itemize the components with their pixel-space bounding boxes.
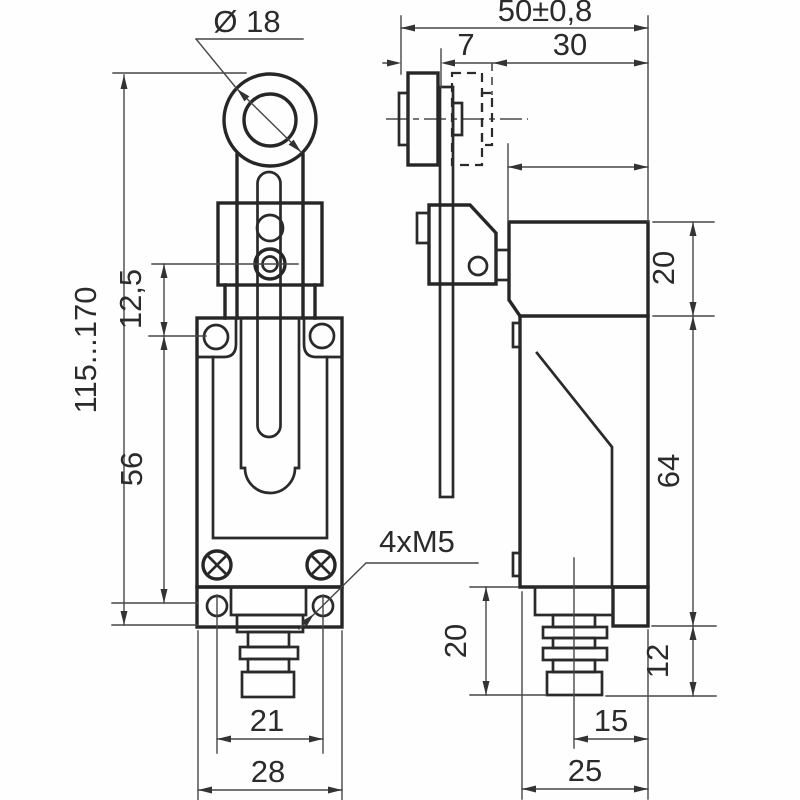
extension-lines xyxy=(111,15,717,800)
roller-bore-circle xyxy=(242,92,298,148)
roller-hub xyxy=(397,91,410,147)
mounting-flange-side xyxy=(611,585,650,628)
thread-callout: 4xM5 xyxy=(379,524,455,559)
ear-left-contour xyxy=(195,316,238,359)
front-view xyxy=(195,72,344,699)
dim-plunger-to-edge: 15 xyxy=(594,703,628,738)
dim-head-height: 20 xyxy=(646,251,681,285)
dim-body-width: 28 xyxy=(251,754,285,789)
dim-holes-span: 56 xyxy=(114,452,149,486)
head-link-tab xyxy=(494,248,511,282)
inner-cover-slope xyxy=(535,351,614,589)
dim-flange-to-plunger: 12 xyxy=(640,644,675,678)
plunger-channel xyxy=(239,316,301,495)
dimensions: Ø 18 50±0,8 7 30 115...170 12,5 56 4xM5 … xyxy=(68,0,717,800)
mounting-flange-front xyxy=(195,585,344,629)
mount-hole-right xyxy=(308,322,336,350)
inner-panel-contour xyxy=(211,355,329,540)
roller-alternate-position-dashed xyxy=(450,63,494,167)
bellows-segment xyxy=(238,645,300,661)
dimension-lines xyxy=(123,27,694,791)
lever-adjust-slot xyxy=(256,170,282,439)
ear-right-contour xyxy=(302,316,344,359)
dim-roller-diameter: Ø 18 xyxy=(213,4,280,39)
mount-hole-left xyxy=(202,323,230,351)
dim-roller-offset: 7 xyxy=(457,27,474,62)
bellows-segment xyxy=(541,625,609,640)
bellows-segment xyxy=(246,630,291,649)
dim-plunger-length: 20 xyxy=(438,624,473,658)
dim-body-height: 64 xyxy=(651,454,686,488)
screw-right xyxy=(305,549,337,581)
dim-overall-width: 50±0,8 xyxy=(498,0,593,28)
dashed-hub xyxy=(480,91,494,147)
dim-flange-hole-spacing: 21 xyxy=(250,703,284,738)
dim-body-depth: 25 xyxy=(568,753,602,788)
bellows-segment xyxy=(235,613,305,634)
bellows-segment xyxy=(541,646,609,662)
dim-overall-height: 115...170 xyxy=(68,287,103,414)
side-tab-lower xyxy=(511,551,522,578)
roller-outer-circle xyxy=(222,72,318,168)
bellows-segment xyxy=(246,657,291,674)
lever-strip-side xyxy=(438,85,455,499)
side-view xyxy=(386,63,650,749)
head-hole xyxy=(255,213,285,243)
pivot-head-block xyxy=(216,201,324,287)
bellows-segment xyxy=(229,585,308,617)
lever-arm-sides xyxy=(235,153,305,320)
neck-sides xyxy=(223,283,317,320)
dim-lever-to-body: 30 xyxy=(553,27,587,62)
screw-right-cross-icon xyxy=(309,553,333,577)
side-tab-upper xyxy=(511,321,522,349)
head-side-tab xyxy=(415,211,431,245)
screw-left-cross-icon xyxy=(205,553,229,577)
head-side-hole xyxy=(467,255,489,277)
screw-left-head xyxy=(201,549,233,581)
bellows-cap xyxy=(240,670,296,699)
leader-lines xyxy=(195,38,479,630)
screw-right-head xyxy=(305,549,337,581)
dim-pin-to-holes: 12,5 xyxy=(113,269,148,329)
plunger-bellows-front xyxy=(229,585,308,699)
screw-left xyxy=(201,549,233,581)
